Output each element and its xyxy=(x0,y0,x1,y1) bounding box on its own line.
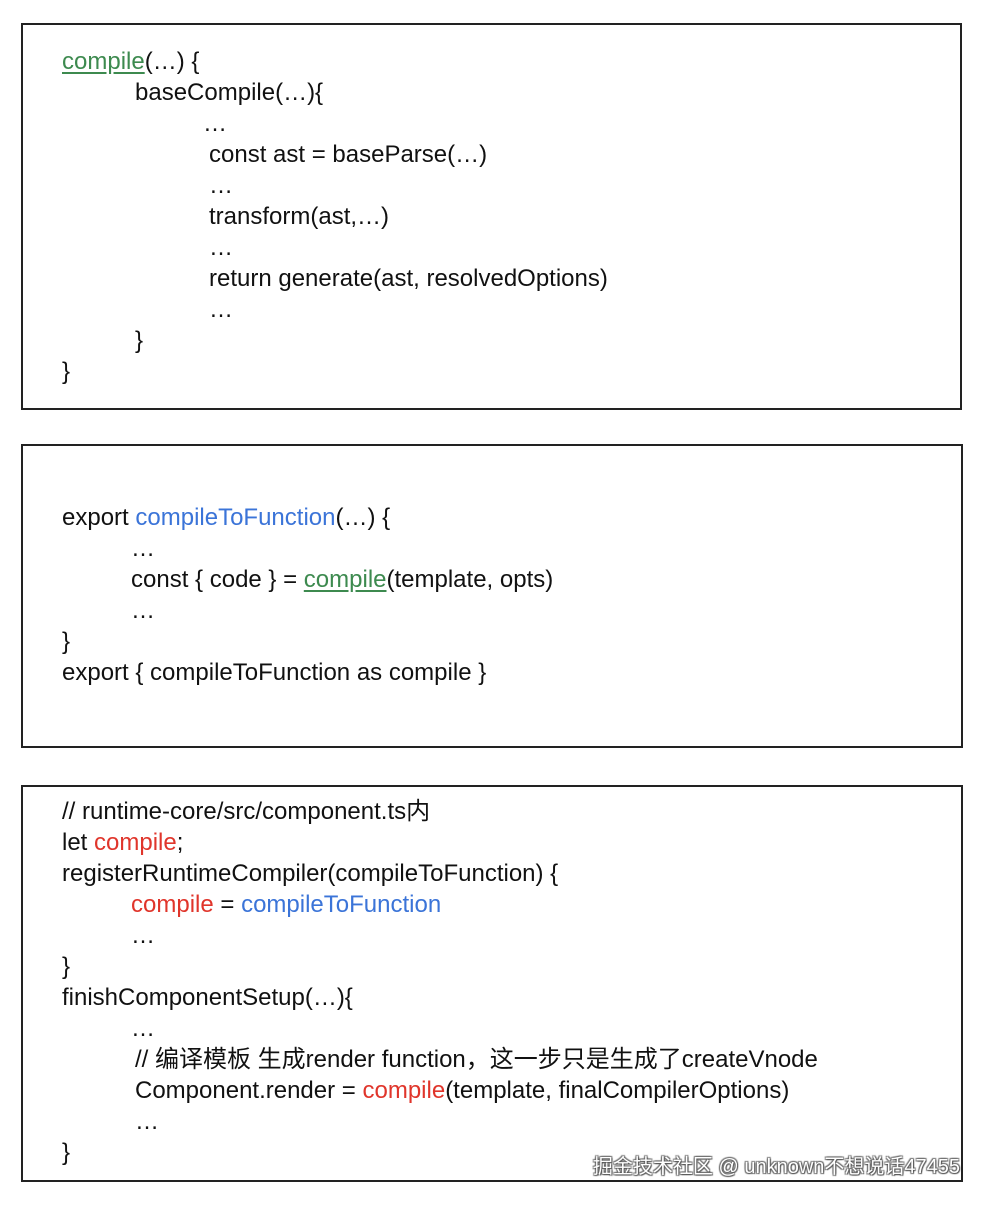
code-line: Component.render = compile(template, fin… xyxy=(135,1077,790,1104)
code-line: finishComponentSetup(…){ xyxy=(62,984,353,1011)
code-line: transform(ast,…) xyxy=(209,203,390,230)
code-line: baseCompile(…){ xyxy=(135,79,324,106)
compile-variable: compile xyxy=(362,1077,446,1104)
code-block-component-setup: // runtime-core/src/component.ts内 let co… xyxy=(21,785,963,1182)
code-line: … xyxy=(131,535,155,562)
code-line: const ast = baseParse(…) xyxy=(209,141,488,168)
code-line: … xyxy=(209,234,233,261)
code-line: } xyxy=(62,1139,71,1166)
code-comment: // 编译模板 生成render function，这一步只是生成了create… xyxy=(135,1046,818,1073)
code-line: … xyxy=(209,296,233,323)
code-line: const { code } = compile(template, opts) xyxy=(131,566,554,593)
code-block-compile-to-function: export compileToFunction(…) { … const { … xyxy=(21,444,963,748)
code-line: return generate(ast, resolvedOptions) xyxy=(209,265,608,292)
code-line: … xyxy=(209,172,233,199)
compile-to-function-name: compileToFunction xyxy=(241,891,442,918)
code-line: export compileToFunction(…) { xyxy=(62,504,391,531)
watermark: 掘金技术社区 @ unknown不想说话47455 xyxy=(592,1156,960,1178)
code-line: compile = compileToFunction xyxy=(131,891,442,918)
compile-variable: compile xyxy=(131,891,214,918)
code-line: } xyxy=(62,953,71,980)
code-line: … xyxy=(135,1108,159,1135)
compile-variable: compile xyxy=(94,829,177,856)
code-line: … xyxy=(131,597,155,624)
code-line: … xyxy=(131,922,155,949)
code-line: … xyxy=(131,1015,155,1042)
code-line: } xyxy=(62,358,71,385)
code-line: compile(…) { xyxy=(62,48,200,75)
code-line: } xyxy=(135,327,144,354)
code-line: let compile; xyxy=(62,829,184,856)
code-line: export { compileToFunction as compile } xyxy=(62,659,487,686)
code-line: registerRuntimeCompiler(compileToFunctio… xyxy=(62,860,559,887)
compile-link[interactable]: compile xyxy=(62,48,145,75)
code-comment: // runtime-core/src/component.ts内 xyxy=(62,798,431,825)
code-line: } xyxy=(62,628,71,655)
code-block-compile: compile(…) { baseCompile(…){ … const ast… xyxy=(21,23,962,410)
code-line: … xyxy=(203,110,227,137)
compile-link[interactable]: compile xyxy=(303,566,387,593)
compile-to-function-name: compileToFunction xyxy=(135,504,336,531)
